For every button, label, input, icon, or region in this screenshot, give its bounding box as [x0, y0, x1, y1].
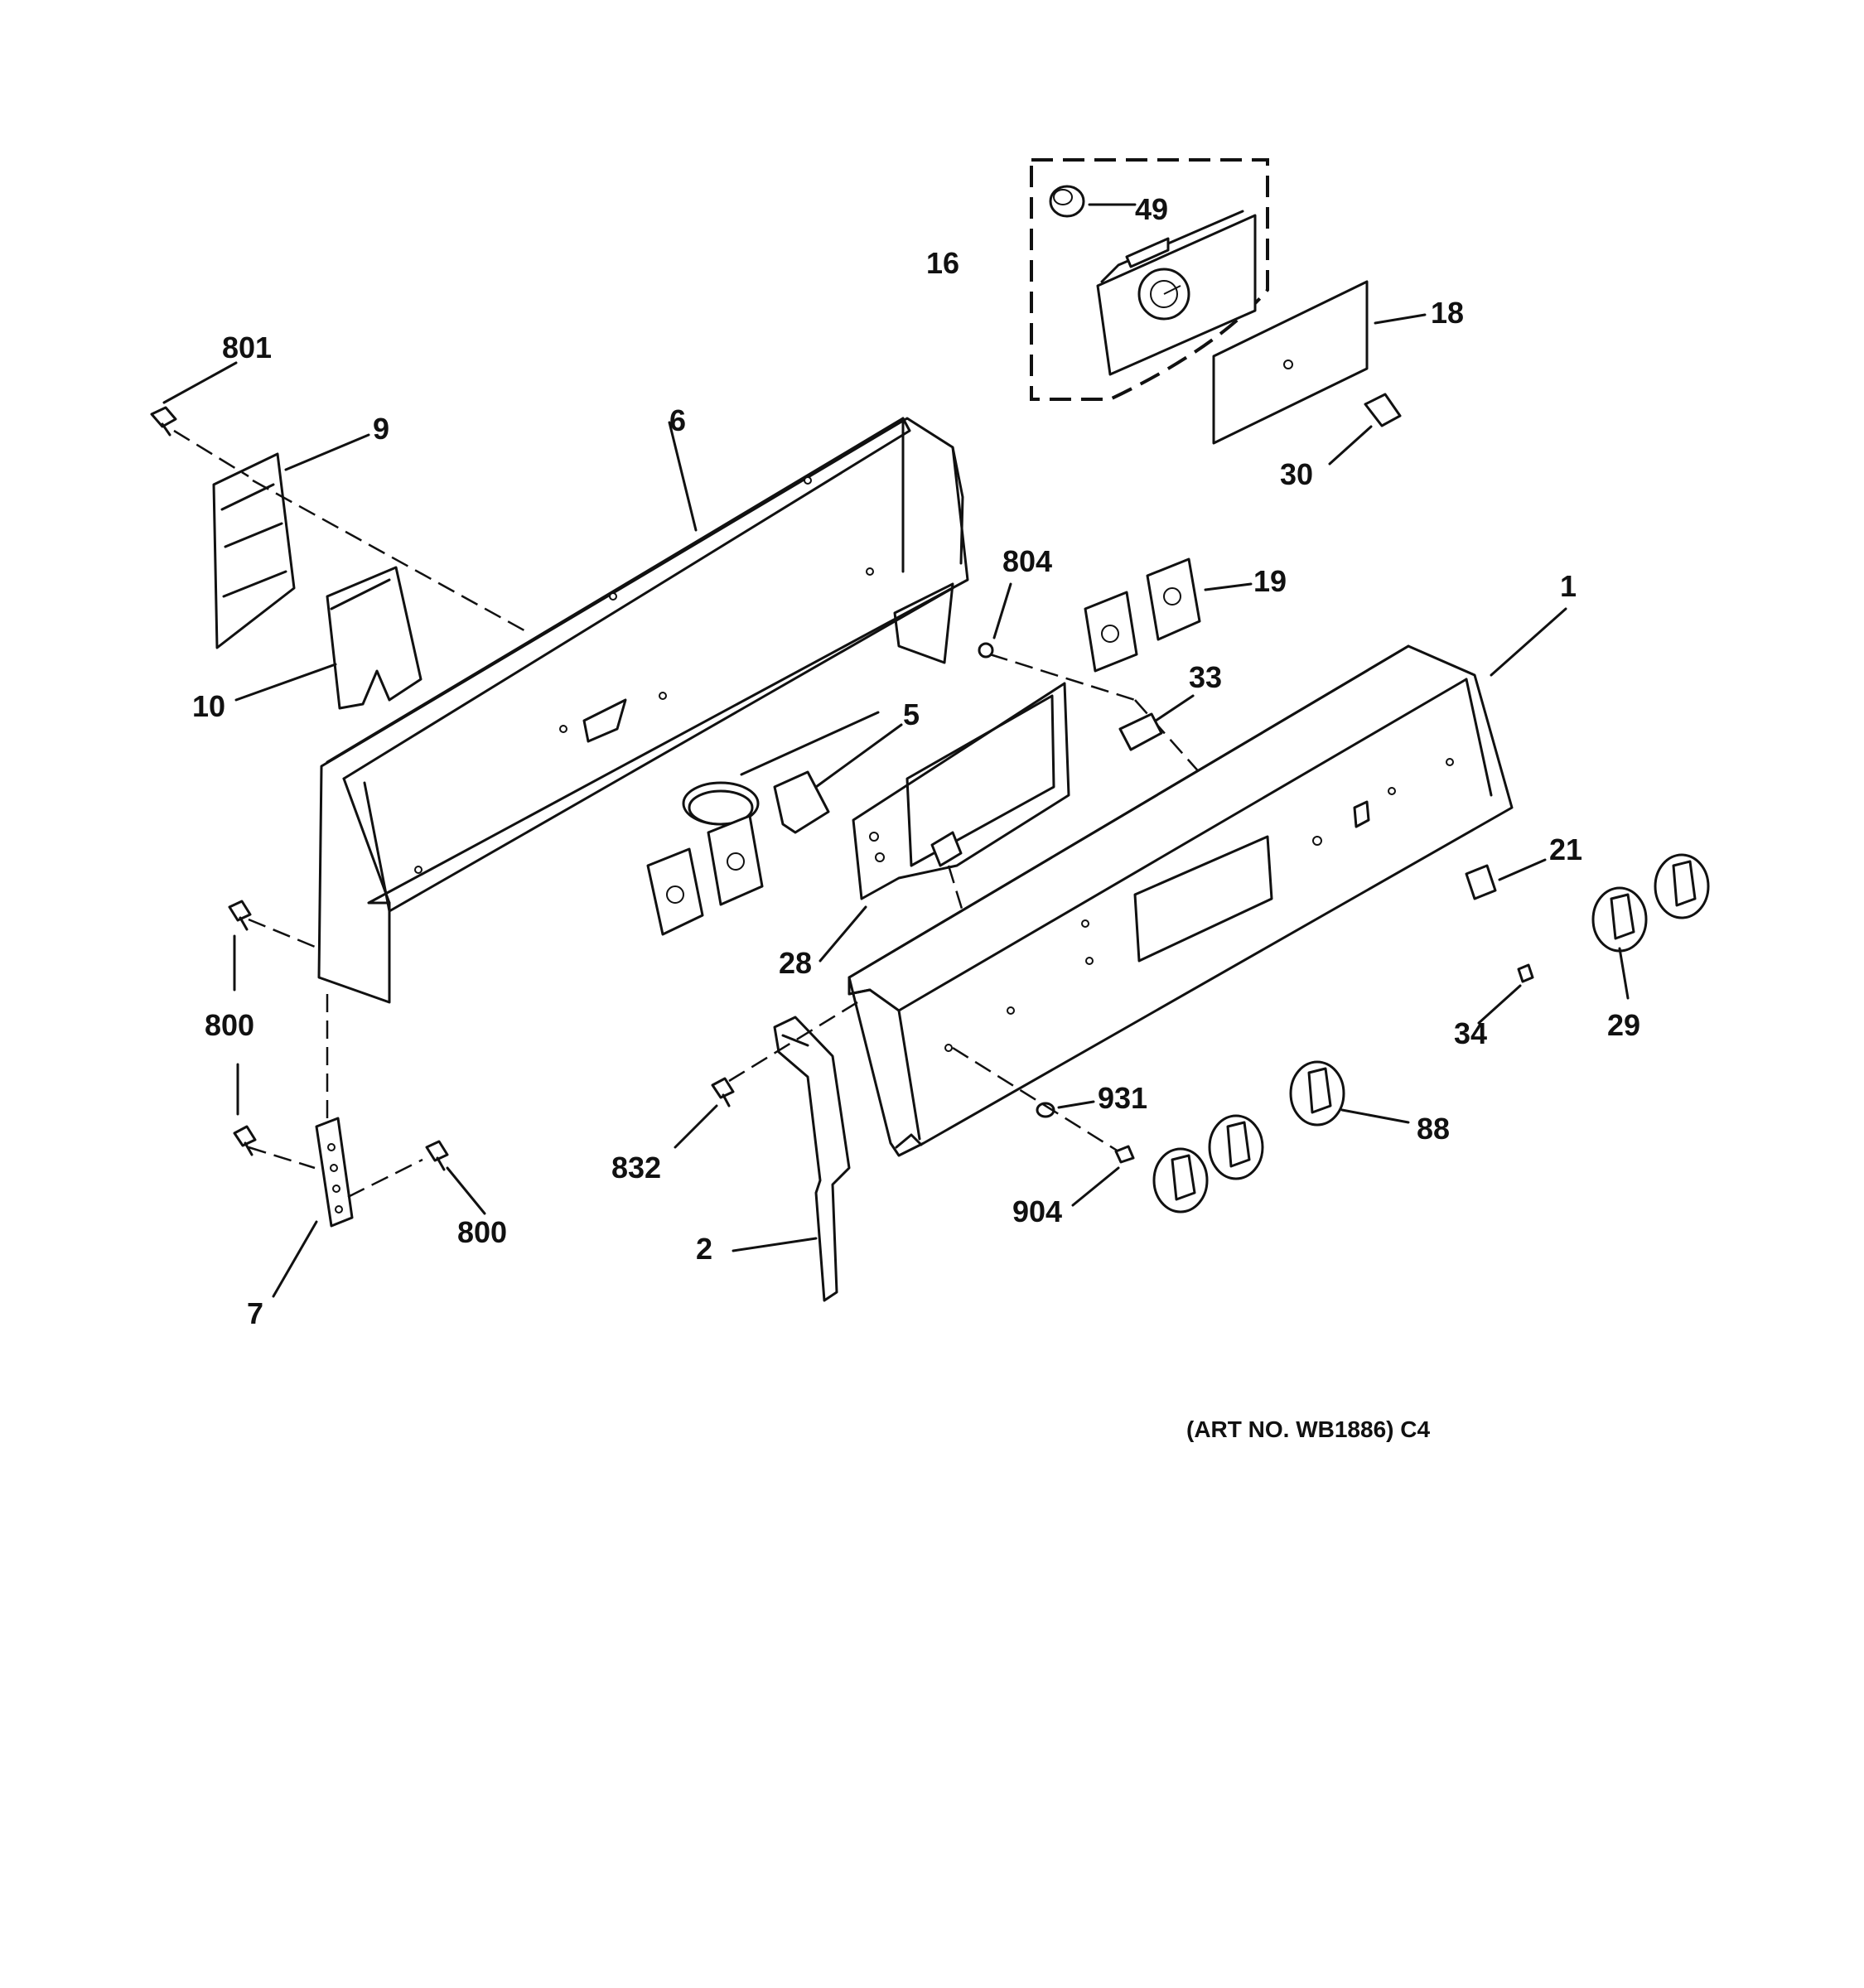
small-clip-part	[1477, 963, 1534, 1025]
shield-part	[234, 566, 423, 710]
callout-5: 5	[903, 697, 920, 731]
callout-49: 49	[1135, 192, 1168, 226]
display-window-part	[1212, 280, 1427, 445]
callout-34: 34	[1454, 1016, 1487, 1050]
callout-28: 28	[779, 946, 812, 980]
callout-2: 2	[696, 1232, 712, 1266]
thermostat-part	[682, 711, 903, 834]
screw-804-part	[978, 582, 1012, 659]
knob-set-29	[1591, 853, 1710, 1000]
callout-800-upper: 800	[205, 1008, 254, 1042]
callout-7: 7	[247, 1296, 263, 1330]
callout-931: 931	[1098, 1081, 1147, 1115]
knob	[1289, 1060, 1345, 1127]
callout-19: 19	[1253, 564, 1287, 598]
callout-29: 29	[1607, 1008, 1640, 1042]
callout-18: 18	[1431, 296, 1464, 330]
callout-9: 9	[373, 412, 389, 446]
mounting-bracket-part	[228, 900, 486, 1298]
backguard-frame-part	[317, 417, 969, 1004]
callout-33: 33	[1189, 660, 1222, 694]
callout-6: 6	[669, 403, 686, 437]
indicator-lamp-part	[1049, 185, 1085, 218]
side-bracket-part	[212, 433, 370, 649]
washer-screw-parts	[952, 1046, 1135, 1207]
screw-801-part	[150, 361, 249, 478]
knob	[1152, 1147, 1209, 1214]
callout-804: 804	[1002, 544, 1052, 578]
callout-88: 88	[1417, 1112, 1450, 1146]
rocker-switch-part	[1465, 858, 1547, 900]
switch-pair-left	[646, 814, 764, 936]
callout-30: 30	[1280, 457, 1313, 491]
callout-800-lower: 800	[457, 1215, 507, 1249]
knob	[1654, 853, 1710, 919]
control-panel-part	[847, 607, 1567, 1157]
callout-16: 16	[926, 246, 959, 280]
callout-21: 21	[1549, 832, 1582, 866]
switch-pair-right	[1084, 557, 1253, 673]
small-switch-part	[1118, 694, 1195, 751]
control-module-assembly	[1030, 158, 1269, 401]
bracket-frame-part	[819, 682, 1070, 963]
screw-832-part	[674, 1077, 735, 1149]
side-trim-part	[732, 1016, 851, 1302]
callout-801: 801	[222, 331, 272, 364]
callout-10: 10	[192, 689, 225, 723]
art-number-label: (ART NO. WB1886) C4	[1186, 1416, 1430, 1442]
callout-904: 904	[1012, 1194, 1062, 1228]
knob	[1208, 1114, 1264, 1180]
knob-set-88	[1152, 1060, 1410, 1214]
cap-part	[1328, 393, 1402, 466]
callout-1: 1	[1560, 569, 1577, 603]
callout-832: 832	[611, 1151, 661, 1185]
knob	[1591, 886, 1648, 953]
